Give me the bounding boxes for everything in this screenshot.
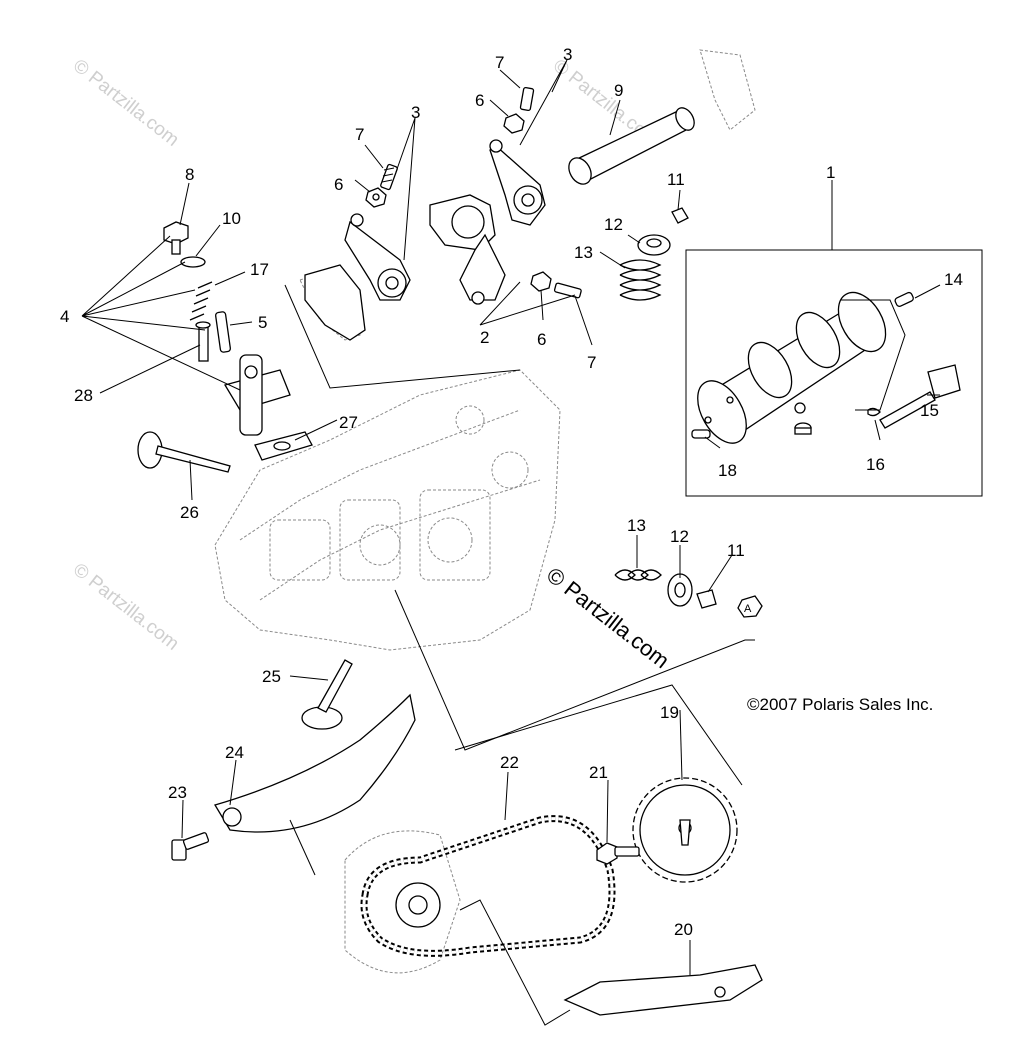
callout-14: 14 bbox=[944, 270, 963, 289]
valve-keeper-bottom bbox=[696, 589, 717, 609]
tensioner-pin-5 bbox=[215, 311, 231, 353]
callout-6c: 6 bbox=[537, 330, 546, 349]
callout-27: 27 bbox=[339, 413, 358, 432]
camshaft bbox=[697, 291, 887, 444]
callout-16: 16 bbox=[866, 455, 885, 474]
callout-4: 4 bbox=[60, 307, 69, 326]
tensioner-spring-17 bbox=[189, 281, 213, 321]
valve-spring-top bbox=[619, 259, 662, 301]
adjuster-screw-middle bbox=[553, 282, 582, 299]
cam-pin-18 bbox=[691, 429, 711, 439]
sprocket-bolt-21 bbox=[596, 842, 640, 865]
callout-12b: 12 bbox=[670, 527, 689, 546]
callout-7b: 7 bbox=[355, 125, 364, 144]
tensioner-bolt-8 bbox=[163, 221, 189, 255]
callout-28: 28 bbox=[74, 386, 93, 405]
adjuster-screw-right bbox=[519, 86, 535, 112]
chain-guide-24 bbox=[214, 693, 416, 833]
callout-labels: 1 2 3 3 4 5 6 6 6 7 7 7 8 9 10 11 11 12 … bbox=[60, 45, 963, 939]
callout-11a: 11 bbox=[667, 170, 685, 189]
rocker-arm-middle bbox=[429, 194, 506, 305]
adjuster-nut-right bbox=[503, 113, 525, 134]
crankcase-outline bbox=[344, 830, 461, 974]
cam-pin-14 bbox=[894, 291, 914, 307]
camshaft-assembly-box bbox=[685, 249, 983, 497]
copyright-text: ©2007 Polaris Sales Inc. bbox=[747, 695, 933, 714]
callout-20: 20 bbox=[674, 920, 693, 939]
callout-7c: 7 bbox=[587, 353, 596, 372]
callout-1: 1 bbox=[826, 163, 835, 182]
spring-retainer-top bbox=[637, 234, 671, 256]
guide-bolt-23 bbox=[171, 832, 210, 861]
callout-9: 9 bbox=[614, 81, 623, 100]
callout-25: 25 bbox=[262, 667, 281, 686]
crank-sprocket bbox=[395, 882, 441, 928]
callout-11b: 11 bbox=[727, 541, 745, 560]
callout-3b: 3 bbox=[411, 103, 420, 122]
leader-lines bbox=[81, 59, 941, 1026]
callout-6b: 6 bbox=[334, 175, 343, 194]
callout-22: 22 bbox=[500, 753, 519, 772]
callout-8: 8 bbox=[185, 165, 194, 184]
cam-chain-tensioner bbox=[224, 354, 291, 436]
callout-13a: 13 bbox=[574, 243, 593, 262]
cam-chain-22 bbox=[360, 815, 616, 957]
callout-15: 15 bbox=[920, 401, 939, 420]
cam-sprocket-19 bbox=[632, 777, 738, 883]
intake-valve-25 bbox=[301, 659, 353, 730]
callout-24: 24 bbox=[225, 743, 244, 762]
adjuster-nut-middle bbox=[530, 271, 552, 292]
spring-retainer-bottom bbox=[667, 573, 693, 607]
adjuster-screw-left bbox=[380, 163, 398, 191]
callout-13b: 13 bbox=[627, 516, 646, 535]
rocker-shaft bbox=[568, 107, 695, 185]
callout-3a: 3 bbox=[563, 45, 572, 64]
reference-marker-a bbox=[737, 595, 763, 618]
callout-12a: 12 bbox=[604, 215, 623, 234]
cylinder-head bbox=[214, 49, 756, 651]
chain-guide-20 bbox=[563, 964, 763, 1016]
callout-21: 21 bbox=[589, 763, 608, 782]
rocker-arm-right bbox=[489, 139, 546, 226]
sealing-washer-10 bbox=[180, 256, 206, 268]
cam-ball bbox=[794, 402, 806, 414]
callout-23: 23 bbox=[168, 783, 187, 802]
watermark-faint-1: © Partzilla.com bbox=[69, 55, 183, 150]
callout-7a: 7 bbox=[495, 53, 504, 72]
callout-10: 10 bbox=[222, 209, 241, 228]
decompression-shaft bbox=[879, 364, 961, 429]
callout-18: 18 bbox=[718, 461, 737, 480]
callout-6a: 6 bbox=[475, 91, 484, 110]
tensioner-bolt-28 bbox=[195, 321, 211, 362]
decompression-spring bbox=[867, 407, 881, 417]
adjuster-nut-left bbox=[365, 187, 387, 208]
exhaust-valve-26 bbox=[137, 431, 231, 473]
watermark-faint-3: © Partzilla.com bbox=[69, 559, 183, 654]
valve-spring-bottom bbox=[614, 569, 662, 581]
valve-keeper-top bbox=[671, 207, 689, 224]
cam-bearing bbox=[794, 422, 812, 435]
callout-19: 19 bbox=[660, 703, 679, 722]
callout-17: 17 bbox=[250, 260, 269, 279]
callout-26: 26 bbox=[180, 503, 199, 522]
callout-2: 2 bbox=[480, 328, 489, 347]
rocker-arm-left bbox=[304, 213, 411, 341]
callout-5: 5 bbox=[258, 313, 267, 332]
callout-a: A bbox=[744, 603, 752, 615]
